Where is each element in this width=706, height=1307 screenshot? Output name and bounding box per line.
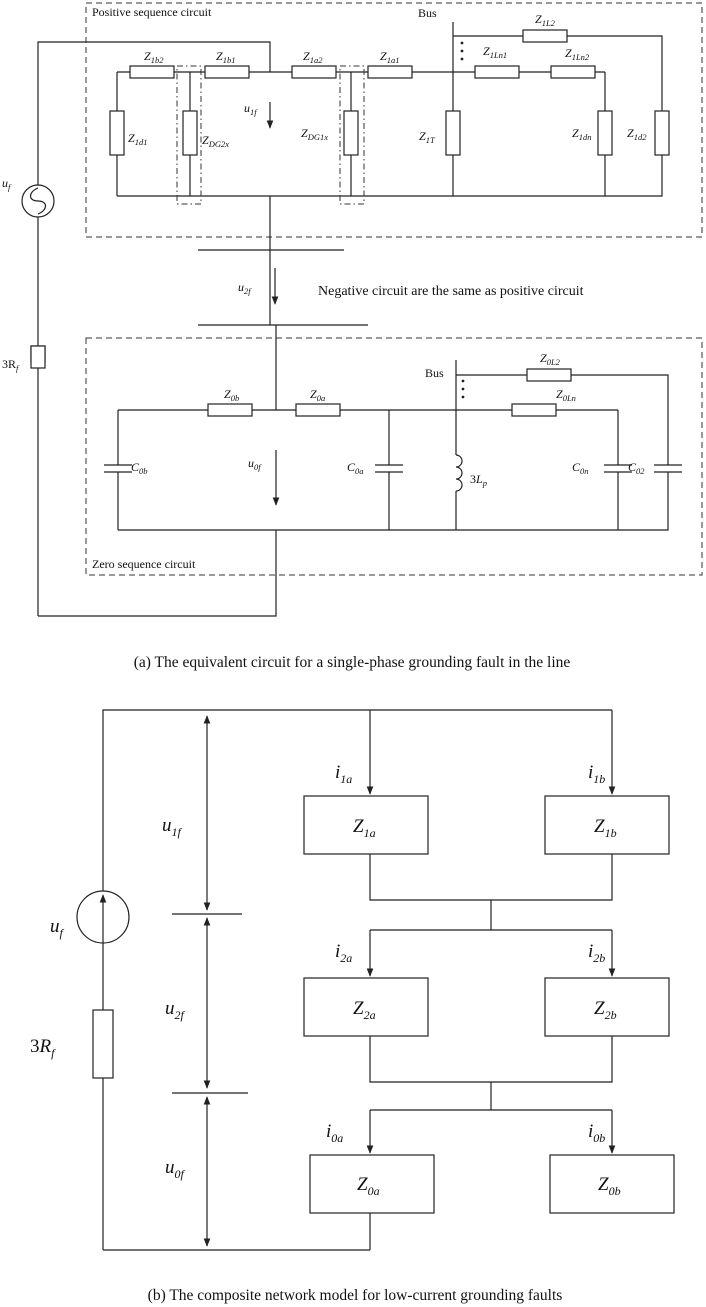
svg-text:C02: C02 bbox=[628, 460, 645, 476]
current-source-icon bbox=[76, 890, 130, 944]
inductor-icon bbox=[455, 454, 463, 492]
svg-text:i1a: i1a bbox=[335, 762, 352, 786]
impedance-z1d2 bbox=[654, 110, 670, 156]
fault-resistor-label-a: 3Rf bbox=[2, 357, 20, 373]
negative-circuit-note: Negative circuit are the same as positiv… bbox=[318, 284, 584, 299]
impedance-z0a bbox=[295, 403, 341, 417]
bus-label-zero: Bus bbox=[425, 366, 444, 380]
svg-text:i0a: i0a bbox=[326, 1121, 343, 1145]
negative-sequence-link: u2f Negative circuit are the same as pos… bbox=[198, 196, 584, 326]
svg-text:i2b: i2b bbox=[588, 941, 605, 965]
impedance-z1dn bbox=[597, 110, 613, 156]
caption-a: (a) The equivalent circuit for a single-… bbox=[134, 654, 571, 671]
svg-text:3Rf: 3Rf bbox=[30, 1036, 56, 1060]
svg-text:C0b: C0b bbox=[131, 460, 148, 476]
svg-text:Z1b1: Z1b1 bbox=[216, 49, 235, 65]
svg-text:i2a: i2a bbox=[335, 941, 352, 965]
svg-text:u0f: u0f bbox=[248, 456, 262, 472]
svg-text:Z1dn: Z1dn bbox=[572, 126, 591, 142]
impedance-z1ln2 bbox=[550, 65, 596, 79]
zero-sequence-label: Zero sequence circuit bbox=[92, 557, 196, 571]
impedance-z0l2 bbox=[526, 368, 572, 382]
svg-text:i0b: i0b bbox=[588, 1121, 605, 1145]
svg-text:uf: uf bbox=[50, 916, 65, 940]
svg-text:Z0L2: Z0L2 bbox=[540, 351, 561, 367]
ellipsis-dots-zero bbox=[461, 379, 465, 399]
impedance-z1a2 bbox=[291, 65, 337, 79]
ac-voltage-source-icon bbox=[21, 184, 55, 218]
svg-text:C0a: C0a bbox=[347, 460, 364, 476]
impedance-z1ln1 bbox=[474, 65, 520, 79]
svg-text:Z1a2: Z1a2 bbox=[303, 49, 323, 65]
svg-text:u1f: u1f bbox=[162, 815, 183, 839]
svg-text:u2f: u2f bbox=[238, 280, 252, 296]
svg-text:Z1Ln1: Z1Ln1 bbox=[483, 44, 507, 60]
svg-text:i1b: i1b bbox=[588, 762, 605, 786]
bus-label-positive: Bus bbox=[418, 6, 437, 20]
svg-text:Z1Ln2: Z1Ln2 bbox=[565, 46, 590, 62]
svg-text:C0n: C0n bbox=[572, 460, 589, 476]
svg-text:Z0Ln: Z0Ln bbox=[556, 387, 576, 403]
impedance-zdg2x bbox=[182, 110, 198, 156]
impedance-z1a1 bbox=[367, 65, 413, 79]
impedance-z1b2 bbox=[129, 65, 175, 79]
part-b-composite-network: uf 3Rf u1f u2f u0f i1a i1b Z1a Z1b i2a i… bbox=[30, 709, 675, 1304]
svg-text:Z0b: Z0b bbox=[224, 387, 239, 403]
zero-network: C0b Z0b Z0a u0f C0a 3Lp bbox=[104, 325, 682, 531]
impedance-zdg1x bbox=[343, 110, 359, 156]
fault-loop: uf 3Rf bbox=[2, 41, 277, 617]
impedance-z0b bbox=[207, 403, 253, 417]
svg-text:Z1T: Z1T bbox=[419, 129, 436, 145]
svg-text:3Lp: 3Lp bbox=[470, 472, 487, 488]
impedance-box-z0b bbox=[549, 1154, 675, 1214]
impedance-box-z0a bbox=[309, 1154, 435, 1214]
positive-network: Z1d1 Z1b2 Z1b1 Z1a2 Z1a1 ZDG2x ZDG1x bbox=[109, 12, 670, 205]
impedance-box-z2b bbox=[544, 977, 670, 1037]
fault-resistor-3rf-b bbox=[92, 1009, 114, 1079]
impedance-z1d1 bbox=[109, 110, 125, 156]
positive-sequence-label: Positive sequence circuit bbox=[92, 5, 212, 19]
svg-text:Z0a: Z0a bbox=[310, 387, 325, 403]
impedance-z1l2 bbox=[522, 29, 568, 43]
positive-sequence-frame bbox=[85, 2, 703, 238]
impedance-box-z1a bbox=[303, 795, 429, 855]
svg-text:u2f: u2f bbox=[165, 998, 186, 1022]
svg-text:Z1L2: Z1L2 bbox=[535, 12, 556, 28]
svg-text:ZDG2x: ZDG2x bbox=[202, 133, 229, 149]
ellipsis-dots bbox=[460, 41, 464, 61]
zero-sequence-frame bbox=[85, 337, 703, 576]
impedance-z0ln bbox=[511, 403, 557, 417]
impedance-z1t bbox=[445, 110, 461, 156]
svg-text:Z1a1: Z1a1 bbox=[380, 49, 399, 65]
svg-text:Z1b2: Z1b2 bbox=[144, 49, 164, 65]
svg-text:ZDG1x: ZDG1x bbox=[301, 126, 328, 142]
voltage-spans bbox=[172, 715, 248, 1247]
impedance-box-z1b bbox=[544, 795, 670, 855]
svg-text:u0f: u0f bbox=[165, 1157, 186, 1181]
source-label-uf: uf bbox=[2, 176, 12, 192]
svg-text:Z1d1: Z1d1 bbox=[128, 131, 147, 147]
svg-text:u1f: u1f bbox=[244, 101, 258, 117]
impedance-z1b1 bbox=[204, 65, 250, 79]
impedance-box-z2a bbox=[303, 977, 429, 1037]
caption-b: (b) The composite network model for low-… bbox=[148, 1287, 563, 1304]
svg-text:Z1d2: Z1d2 bbox=[627, 126, 647, 142]
part-a-equivalent-circuit: Positive sequence circuit Bus Zero seque… bbox=[2, 2, 703, 671]
